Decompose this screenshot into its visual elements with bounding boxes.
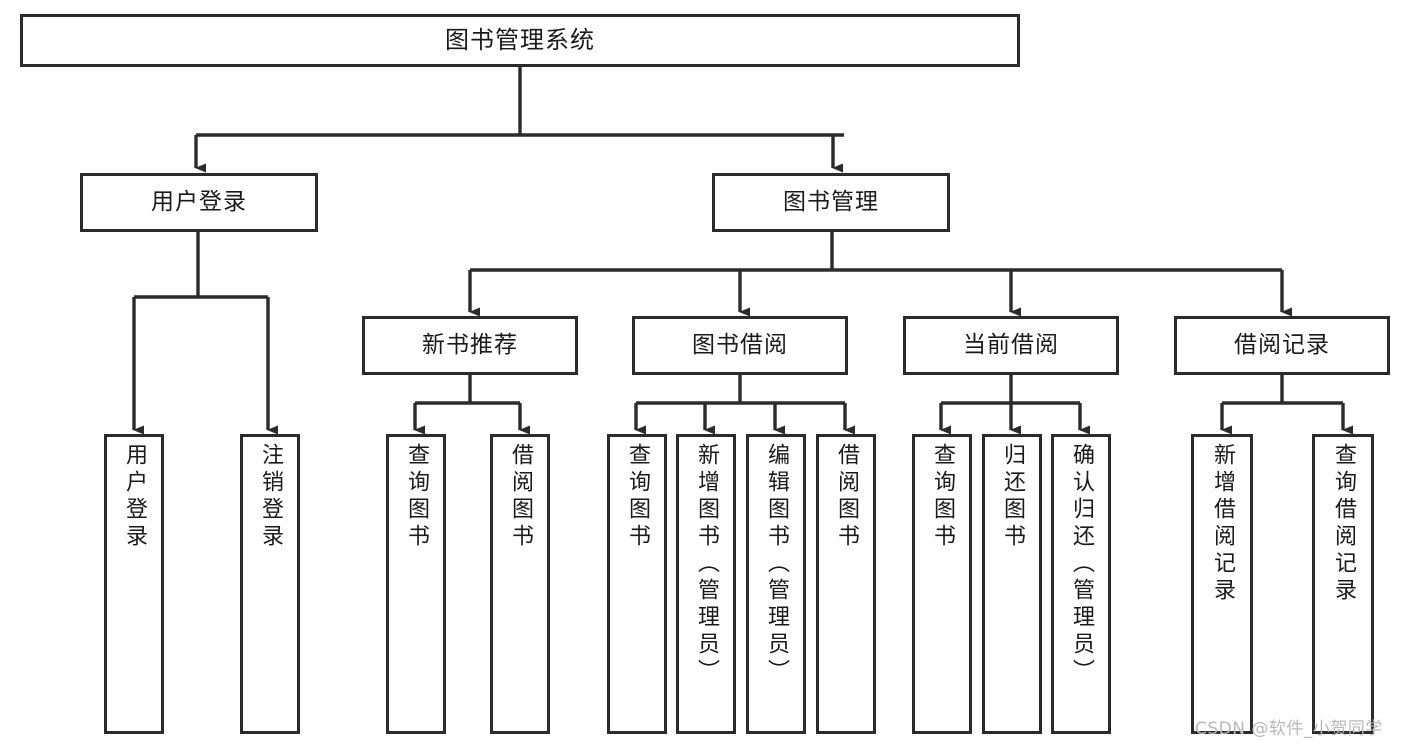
leaf-edit-book-label: 编辑图书（管理员）	[764, 443, 789, 686]
leaf-confirm-return-label: 确认归还（管理员）	[1069, 443, 1094, 686]
leaf-borrow-book-1[interactable]: 借阅图书	[490, 434, 550, 734]
node-book-borrow-label: 图书借阅	[692, 331, 788, 358]
node-borrow-record-label: 借阅记录	[1234, 331, 1330, 358]
node-current-borrow-label: 当前借阅	[963, 331, 1059, 358]
node-root-label: 图书管理系统	[445, 26, 595, 55]
leaf-query-book-3[interactable]: 查询图书	[912, 434, 972, 734]
leaf-logout[interactable]: 注销登录	[240, 434, 300, 734]
leaf-user-login[interactable]: 用户登录	[104, 434, 164, 734]
node-root[interactable]: 图书管理系统	[20, 14, 1020, 67]
leaf-query-book-2-label: 查询图书	[625, 443, 650, 551]
node-new-book-rec[interactable]: 新书推荐	[362, 316, 578, 375]
leaf-edit-book[interactable]: 编辑图书（管理员）	[746, 434, 806, 734]
node-user-login[interactable]: 用户登录	[80, 173, 318, 232]
leaf-add-record-label: 新增借阅记录	[1210, 443, 1235, 605]
leaf-add-book[interactable]: 新增图书（管理员）	[676, 434, 736, 734]
node-user-login-label: 用户登录	[151, 188, 247, 215]
leaf-confirm-return[interactable]: 确认归还（管理员）	[1051, 434, 1111, 734]
leaf-logout-label: 注销登录	[258, 443, 283, 551]
leaf-return-book[interactable]: 归还图书	[982, 434, 1042, 734]
leaf-borrow-book-1-label: 借阅图书	[508, 443, 533, 551]
leaf-user-login-label: 用户登录	[122, 443, 147, 551]
node-borrow-record[interactable]: 借阅记录	[1174, 316, 1390, 375]
node-book-manage-label: 图书管理	[783, 188, 879, 215]
watermark: CSDN @软件_小贺同学	[1195, 719, 1383, 739]
node-new-book-rec-label: 新书推荐	[422, 331, 518, 358]
node-book-borrow[interactable]: 图书借阅	[632, 316, 848, 375]
leaf-query-book-1[interactable]: 查询图书	[386, 434, 446, 734]
leaf-add-record[interactable]: 新增借阅记录	[1191, 434, 1253, 734]
leaf-add-book-label: 新增图书（管理员）	[694, 443, 719, 686]
node-book-manage[interactable]: 图书管理	[712, 173, 950, 232]
leaf-query-record[interactable]: 查询借阅记录	[1312, 434, 1374, 734]
leaf-query-book-3-label: 查询图书	[930, 443, 955, 551]
leaf-borrow-book-2[interactable]: 借阅图书	[816, 434, 876, 734]
leaf-borrow-book-2-label: 借阅图书	[834, 443, 859, 551]
leaf-query-book-2[interactable]: 查询图书	[607, 434, 667, 734]
leaf-query-book-1-label: 查询图书	[404, 443, 429, 551]
node-current-borrow[interactable]: 当前借阅	[903, 316, 1119, 375]
leaf-query-record-label: 查询借阅记录	[1331, 443, 1356, 605]
leaf-return-book-label: 归还图书	[1000, 443, 1025, 551]
